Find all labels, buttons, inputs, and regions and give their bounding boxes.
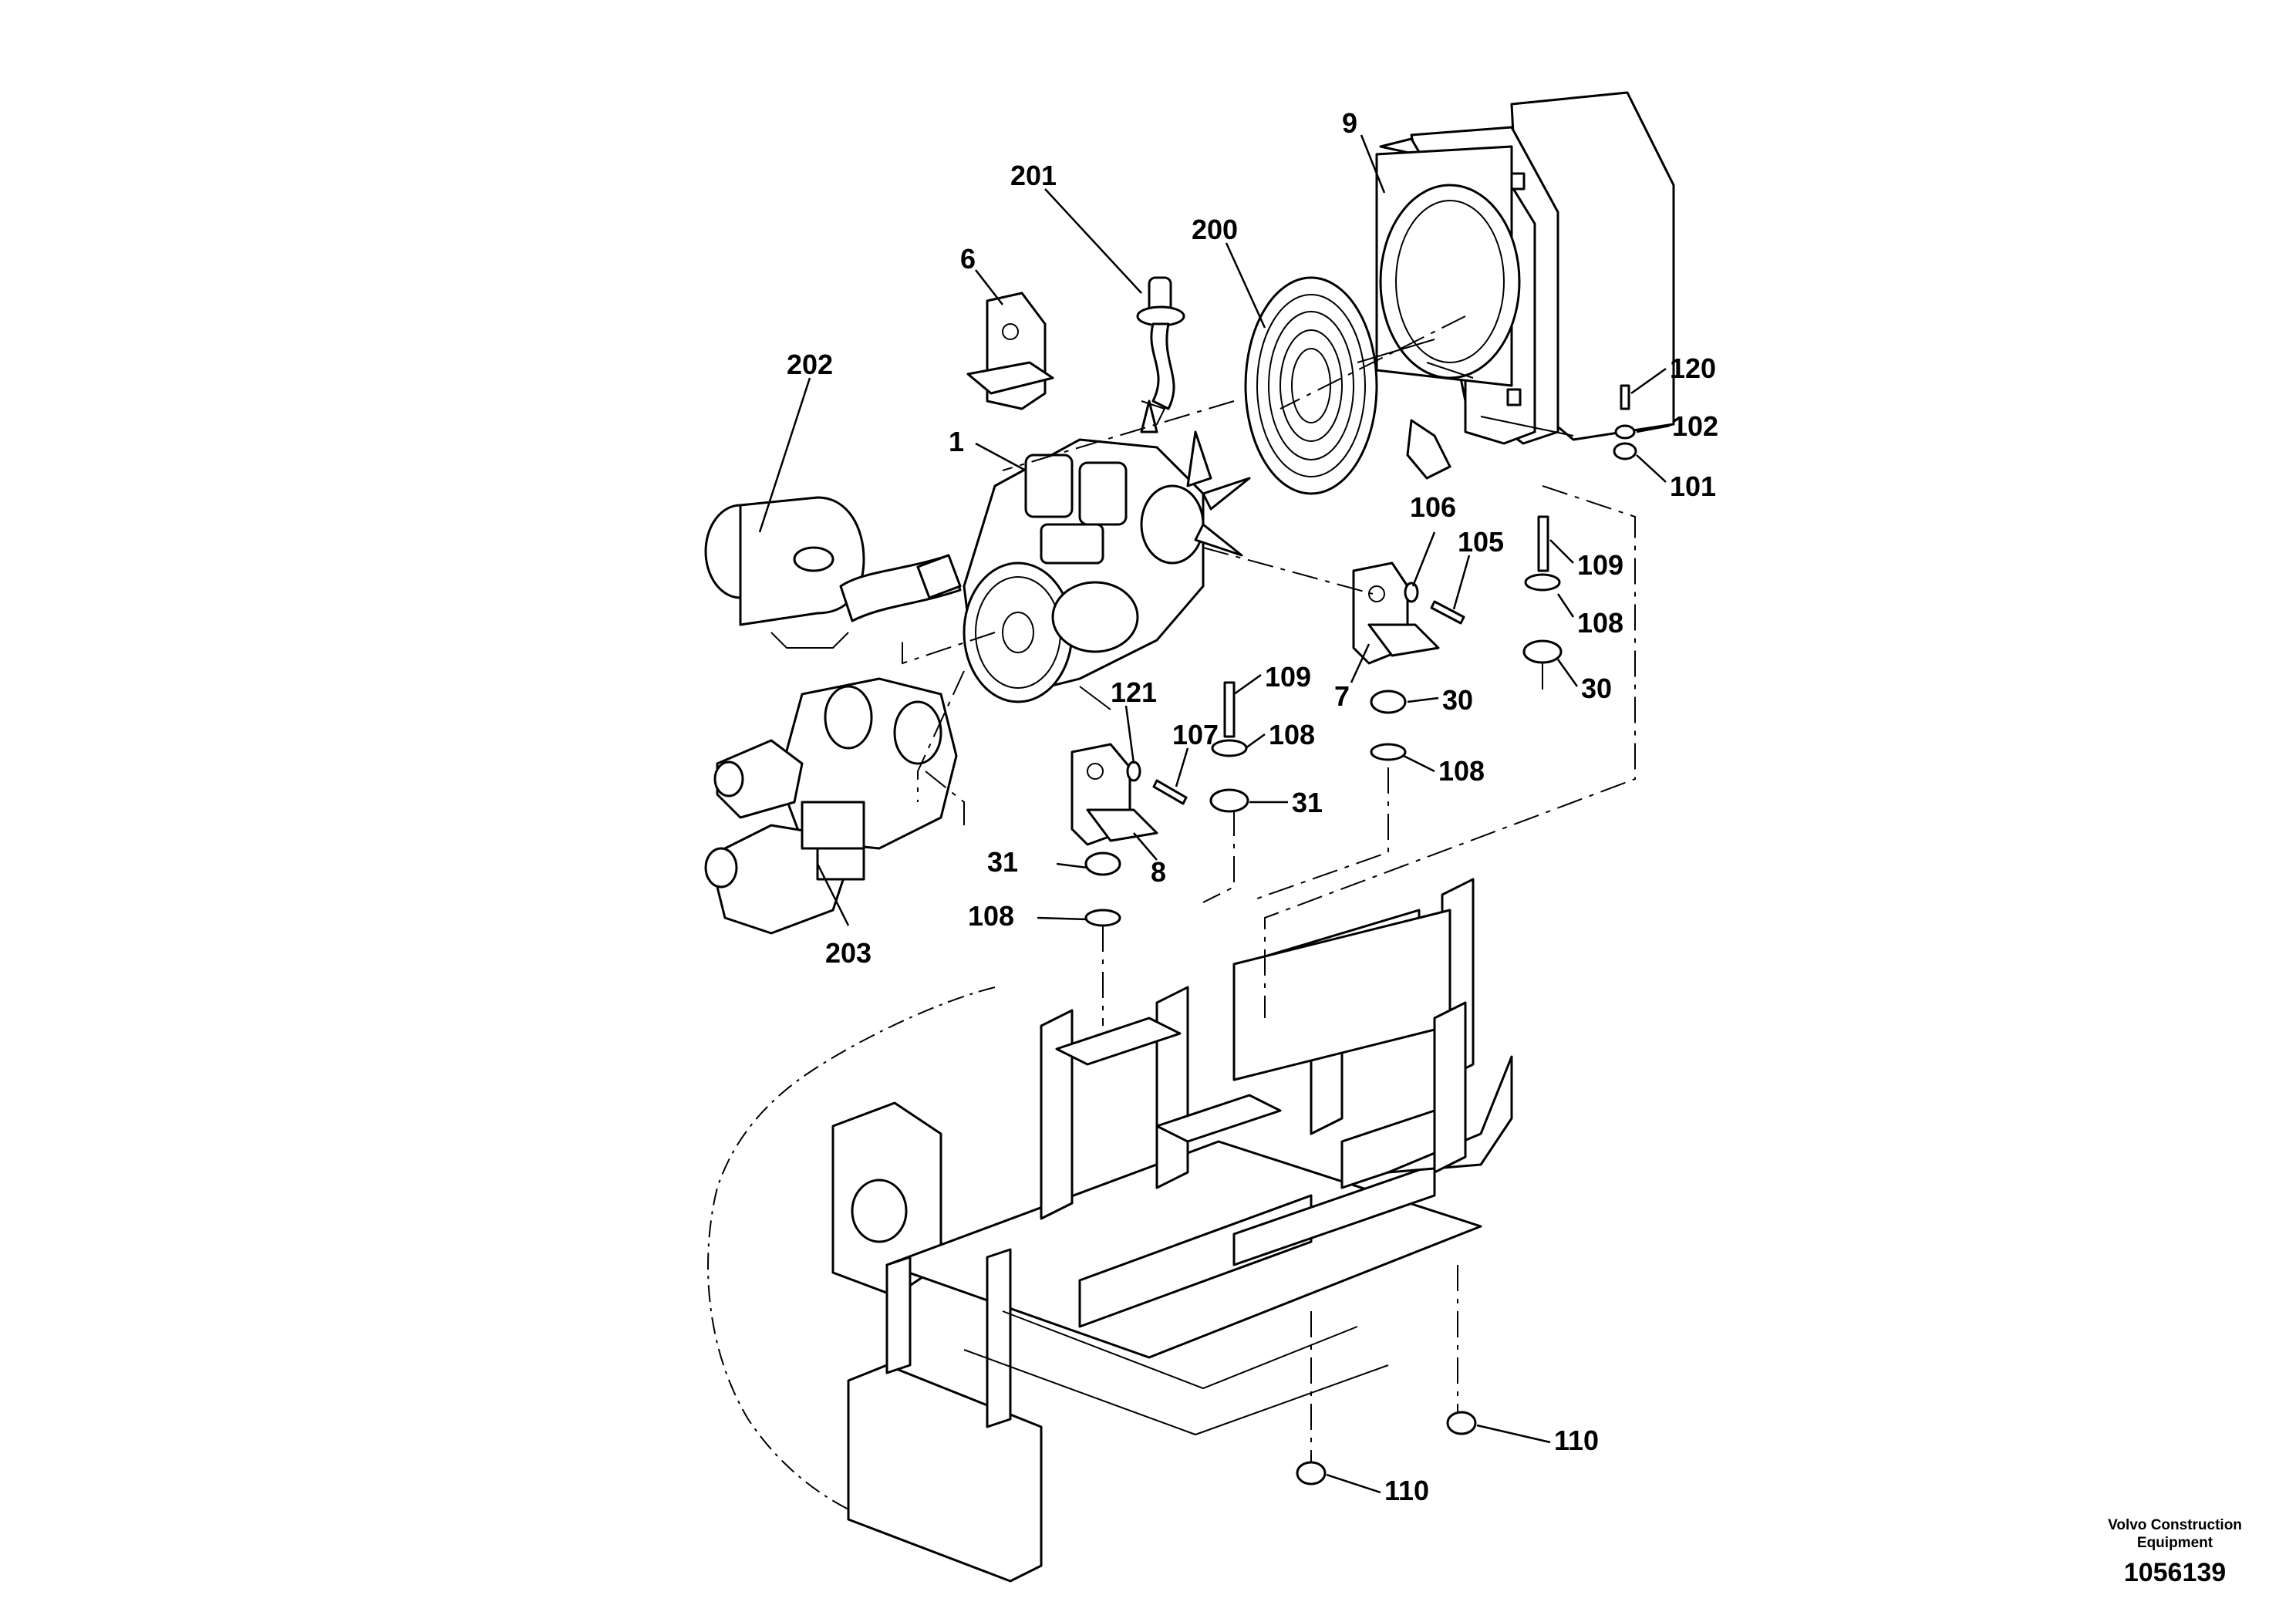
callout-31-mid: 31 <box>1292 787 1323 818</box>
leader-lines <box>758 134 1671 1494</box>
callout-120: 120 <box>1670 352 1716 384</box>
filler-tube <box>1136 276 1185 425</box>
callout-202: 202 <box>787 349 833 380</box>
callout-108-right: 108 <box>1577 607 1623 639</box>
callout-109-right: 109 <box>1577 549 1623 581</box>
callout-110-right: 110 <box>1554 1425 1599 1456</box>
callout-110-left: 110 <box>1384 1475 1429 1506</box>
callout-9: 9 <box>1342 107 1357 139</box>
callout-8: 8 <box>1151 856 1166 888</box>
callout-108-lower: 108 <box>968 900 1014 932</box>
bracket-6 <box>966 292 1054 410</box>
callout-106: 106 <box>1410 491 1456 523</box>
callout-108-upper: 108 <box>1269 719 1315 750</box>
chassis-frame <box>707 878 1513 1583</box>
callout-101: 101 <box>1670 470 1716 502</box>
callout-labels: 9 201 200 6 202 1 120 102 101 106 105 10… <box>787 107 1718 1506</box>
callout-30-mid: 30 <box>1442 684 1473 716</box>
callout-105: 105 <box>1458 526 1504 558</box>
callout-109-mid: 109 <box>1265 661 1311 693</box>
brand-line-1: Volvo Construction <box>2108 1517 2242 1533</box>
engine <box>963 400 1251 710</box>
alignment-lines <box>902 315 1636 1462</box>
callout-201: 201 <box>1010 160 1057 191</box>
drawing-number: 1056139 <box>2123 1558 2227 1587</box>
callout-203: 203 <box>825 937 872 969</box>
callout-107: 107 <box>1172 719 1219 750</box>
air-cleaner <box>704 496 962 649</box>
hydraulic-pump-assembly <box>704 677 958 935</box>
callout-7: 7 <box>1334 680 1350 712</box>
radiator-assembly <box>1375 91 1675 445</box>
callout-31-left: 31 <box>987 846 1018 878</box>
fan-guard <box>1244 276 1451 495</box>
callout-200: 200 <box>1192 214 1238 245</box>
bracket-7 <box>1352 561 1440 665</box>
callout-1: 1 <box>949 426 964 457</box>
brand-line-2: Equipment <box>2136 1535 2213 1551</box>
callout-30-right: 30 <box>1581 673 1612 704</box>
brand-label: Volvo Construction Equipment <box>2082 1516 2267 1552</box>
callout-102: 102 <box>1672 410 1718 442</box>
bracket-8 <box>1070 743 1158 846</box>
callout-6: 6 <box>960 243 976 275</box>
callout-108-mid: 108 <box>1438 755 1485 787</box>
callout-121: 121 <box>1111 676 1157 708</box>
